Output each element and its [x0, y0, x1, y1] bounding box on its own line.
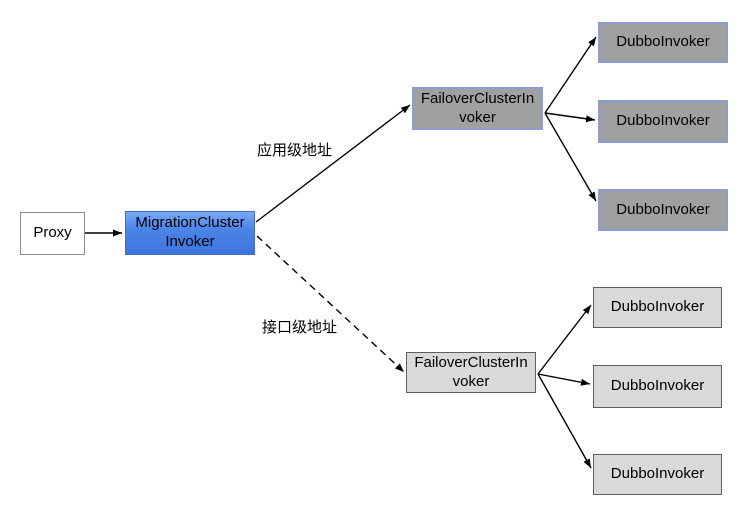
node-dubbo-invoker-interface-1: DubboInvoker	[593, 287, 722, 328]
node-dubbo-invoker-app-1: DubboInvoker	[598, 22, 728, 63]
node-dubbo-invoker-interface-2: DubboInvoker	[593, 365, 722, 408]
node-dubbo-invoker-app-3: DubboInvoker	[598, 189, 728, 231]
edge-failover-interface-to-dubbo-1	[537, 304, 592, 375]
edge-failover-app-to-dubbo-2	[544, 112, 596, 123]
edge-failover-interface-to-dubbo-2	[537, 373, 591, 386]
node-dubbo-invoker-app-2: DubboInvoker	[598, 100, 728, 143]
edge-failover-app-to-dubbo-3	[544, 112, 597, 202]
label-interface-level-address: 接口级地址	[262, 319, 338, 336]
node-failover-cluster-invoker-interface: FailoverClusterIn voker	[406, 352, 536, 393]
label-app-level-address: 应用级地址	[257, 142, 333, 159]
edge-failover-app-to-dubbo-1	[544, 36, 597, 114]
edge-migration-to-failover-app	[255, 104, 411, 223]
node-proxy: Proxy	[20, 212, 85, 255]
edge-failover-interface-to-dubbo-3	[537, 373, 592, 469]
node-migration-cluster-invoker: MigrationCluster Invoker	[125, 211, 255, 255]
node-failover-cluster-invoker-app: FailoverClusterIn voker	[412, 87, 543, 130]
edge-migration-to-failover-interface	[256, 235, 405, 373]
node-dubbo-invoker-interface-3: DubboInvoker	[593, 454, 722, 495]
